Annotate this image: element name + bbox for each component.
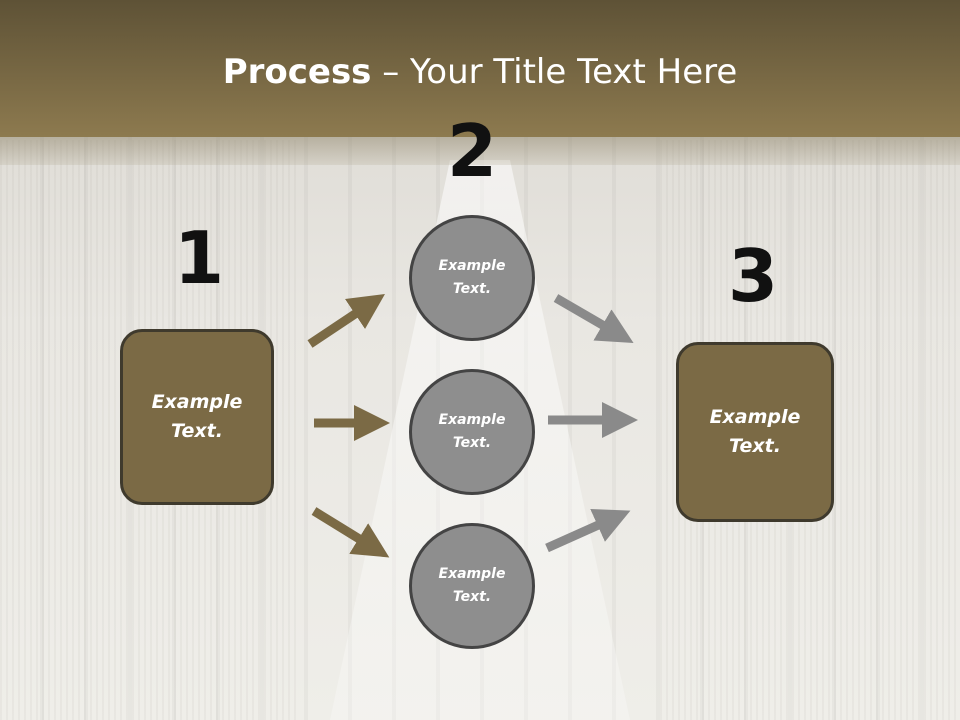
step-number-2: 2 bbox=[446, 109, 498, 193]
step-2-bottom-label: Example Text. bbox=[438, 566, 506, 605]
step-number-3: 3 bbox=[727, 234, 779, 318]
slide-title[interactable]: Process – Your Title Text Here bbox=[0, 52, 960, 92]
step-2-circle-top[interactable]: Example Text. bbox=[409, 215, 535, 341]
step-3-label: Example Text. bbox=[709, 406, 801, 457]
title-bar-band bbox=[0, 137, 960, 165]
step-2-circle-middle[interactable]: Example Text. bbox=[409, 369, 535, 495]
step-1-label: Example Text. bbox=[151, 391, 243, 442]
title-bold: Process bbox=[222, 52, 372, 92]
arrow-bottom-to-3 bbox=[545, 508, 631, 553]
arrow-1-to-top bbox=[307, 294, 385, 348]
step-2-circle-bottom[interactable]: Example Text. bbox=[409, 523, 535, 649]
step-number-1: 1 bbox=[173, 216, 225, 300]
title-bar bbox=[0, 0, 960, 137]
step-2-middle-label: Example Text. bbox=[438, 412, 506, 451]
step-3-box[interactable]: Example Text. bbox=[676, 342, 834, 522]
step-2-top-label: Example Text. bbox=[438, 258, 506, 297]
title-rest: – Your Title Text Here bbox=[371, 52, 738, 92]
step-1-box[interactable]: Example Text. bbox=[120, 329, 274, 505]
arrow-1-to-bottom bbox=[311, 507, 390, 558]
arrow-top-to-3 bbox=[553, 294, 634, 344]
